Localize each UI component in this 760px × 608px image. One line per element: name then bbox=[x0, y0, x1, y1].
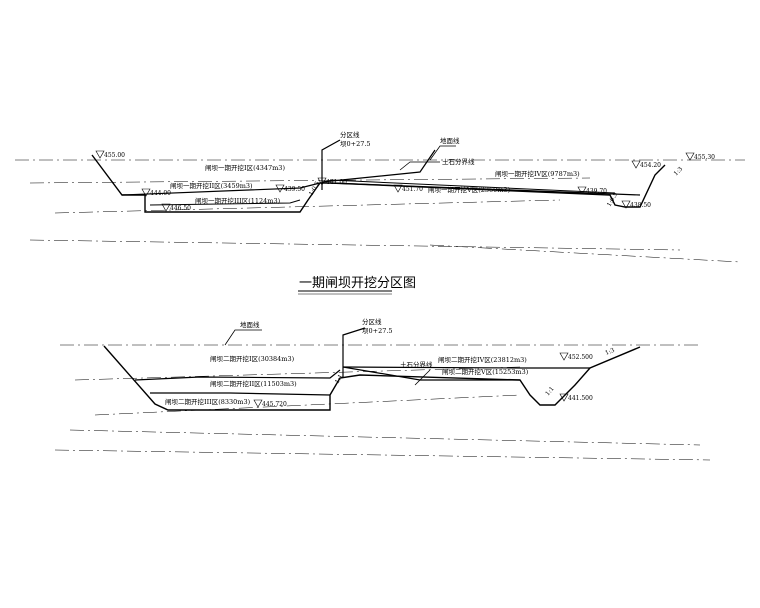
elev-marker-9 bbox=[685, 152, 695, 161]
elev-label-5: 441.00 bbox=[326, 179, 347, 186]
section2-zone-2-label: 闸坝二期开挖II区(11503m3) bbox=[210, 379, 297, 388]
section1-zone-line-e bbox=[329, 179, 616, 194]
section1-partition-chainage: 坝0+27.5 bbox=[340, 139, 371, 148]
section1-labels: 455.00 444.00 446.50 439.50 441.00 451.7… bbox=[104, 130, 715, 212]
section2-partition-label: 分区线 bbox=[362, 317, 382, 326]
elev-label-7: 439.70 bbox=[586, 188, 607, 195]
elev-marker-3 bbox=[161, 203, 171, 212]
section2-slope-3: 1:3 bbox=[604, 347, 616, 357]
elev-label-6: 451.70 bbox=[402, 186, 423, 193]
section1-zone-4-label: 闸坝一期开挖IV区(9787m3) bbox=[495, 169, 580, 178]
section2-zone-3-label: 闸坝二期开挖III区(8330m3) bbox=[165, 397, 251, 406]
section1-dash-line-4 bbox=[29, 239, 681, 251]
section2-dash-line-2 bbox=[74, 366, 521, 381]
section1-zone-line-c bbox=[329, 182, 641, 196]
section2-zone-4-label: 闸坝二期开挖IV区(23812m3) bbox=[438, 355, 527, 364]
title-block: 一期闸坝开挖分区图 bbox=[298, 276, 416, 295]
section2-slope-1: 1:1 bbox=[334, 373, 345, 385]
elev-label-3: 446.50 bbox=[170, 205, 191, 212]
section1-ground-label: 地面线 bbox=[440, 136, 460, 145]
section1-ground-leader bbox=[429, 145, 456, 161]
section2-dash-line-4 bbox=[69, 429, 701, 446]
section2-labels: 445.720 452.500 441.500 闸坝二期开挖I区(30384m3… bbox=[165, 317, 616, 408]
s2-elev-label-1: 445.720 bbox=[262, 401, 287, 408]
section2-ground-label: 地面线 bbox=[240, 320, 260, 329]
section1-elevation-markers bbox=[95, 150, 695, 212]
section2-zone-1-label: 闸坝二期开挖I区(30384m3) bbox=[210, 354, 295, 363]
section-1 bbox=[15, 139, 745, 263]
section1-slope-1: 1:0.5 bbox=[308, 180, 322, 197]
section1-cofferdam-leader bbox=[399, 161, 440, 171]
elev-marker-10 bbox=[621, 200, 631, 209]
section1-zone-line-a bbox=[121, 182, 321, 196]
elev-label-10: 438.50 bbox=[630, 202, 651, 209]
section2-excavation-outline bbox=[103, 345, 641, 411]
section1-zone-3-label: 闸坝一期开挖III区(1124m3) bbox=[195, 196, 281, 205]
section2-dash-line-5 bbox=[54, 449, 711, 461]
diagram-title: 一期闸坝开挖分区图 bbox=[299, 276, 416, 291]
section1-cofferdam-label: 土石分界线 bbox=[442, 157, 475, 166]
elev-marker-1 bbox=[95, 150, 105, 159]
section1-dash-line-2 bbox=[29, 177, 591, 184]
section2-slope-2: 1:1 bbox=[544, 385, 556, 397]
elev-label-2: 444.00 bbox=[150, 190, 171, 197]
elev-marker-4 bbox=[275, 184, 285, 193]
s2-elev-marker-2 bbox=[559, 352, 569, 361]
section2-zone-5-label: 闸坝二期开挖V区(15253m3) bbox=[442, 367, 529, 376]
section2-ground-leader bbox=[224, 329, 262, 346]
s2-elev-marker-1 bbox=[253, 399, 263, 408]
section1-zone-line-b bbox=[149, 199, 301, 206]
elev-marker-5 bbox=[317, 177, 327, 186]
section1-slope-3: 1:3 bbox=[672, 166, 684, 178]
section2-partition-line bbox=[342, 327, 366, 378]
s2-elev-label-2: 452.500 bbox=[568, 354, 593, 361]
section1-dash-line-3 bbox=[54, 199, 561, 214]
section-2 bbox=[54, 327, 711, 461]
s2-elev-marker-3 bbox=[559, 393, 569, 402]
section2-zone-line-b bbox=[150, 392, 331, 396]
elev-marker-6 bbox=[393, 184, 403, 193]
elev-label-9: 455.30 bbox=[694, 154, 715, 161]
section1-dash-line-5 bbox=[429, 244, 741, 263]
section2-cofferdam-label: 土石分界线 bbox=[400, 360, 433, 369]
section2-partition-chainage: 坝0+27.5 bbox=[362, 326, 393, 335]
section2-dash-line-3 bbox=[94, 394, 521, 416]
s2-elev-label-3: 441.500 bbox=[568, 395, 593, 402]
section1-partition-line bbox=[321, 139, 341, 190]
section2-zone-line-c bbox=[342, 366, 590, 369]
section2-zone-line-e bbox=[414, 369, 431, 386]
elev-label-8: 454.20 bbox=[640, 162, 661, 169]
section1-zone-5-label: 闸坝一期开挖V区(2360m3) bbox=[428, 185, 511, 194]
elev-marker-2 bbox=[141, 188, 151, 197]
section1-zone-line-d bbox=[321, 149, 436, 183]
section1-zone-2-label: 闸坝一期开挖II区(3459m3) bbox=[170, 181, 253, 190]
elev-label-4: 439.50 bbox=[284, 186, 305, 193]
elev-marker-8 bbox=[631, 160, 641, 169]
section2-zone-line-a bbox=[134, 369, 341, 381]
section2-elevation-markers bbox=[253, 352, 569, 408]
elev-label-1: 455.00 bbox=[104, 152, 125, 159]
elev-marker-7 bbox=[577, 186, 587, 195]
section1-partition-label: 分区线 bbox=[340, 130, 360, 139]
section1-zone-1-label: 闸坝一期开挖I区(4347m3) bbox=[205, 163, 285, 172]
